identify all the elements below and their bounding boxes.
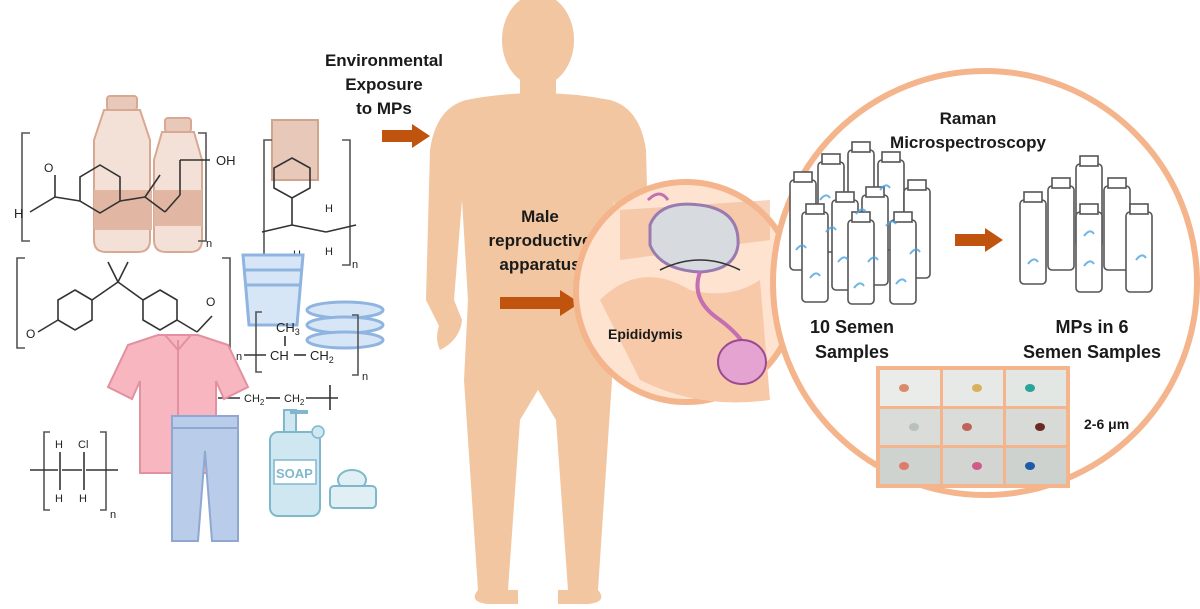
micrograph-cell [880,448,940,484]
h-label-pvc-3: H [79,493,87,505]
mps-line-1: MPs in 6 [1055,317,1128,337]
microplastic-particle [972,384,982,392]
exposure-label: Environmental Exposure to MPs [325,51,443,118]
semen-vials-10-icon [789,141,931,305]
semen-vials-6-icon [1019,155,1153,293]
polyethylene-structure: CH2 CH2 [218,385,338,410]
microplastic-particle [1025,384,1035,392]
microplastic-particle [972,462,982,470]
raman-line-1: Raman [940,109,997,128]
h-label-pvc-1: H [55,439,63,451]
polystyrene-structure: H H H n [261,119,358,271]
micrograph-cell [880,370,940,406]
cl-label: Cl [78,439,88,451]
samples-line-1: 10 Semen [810,317,894,337]
pet-structure: OH O H n [14,132,236,250]
microplastic-particle [899,384,909,392]
ch2-label-pe-2: CH2 [284,393,305,407]
epididymis-label: Epididymis [608,326,683,342]
plastic-cups-icon [241,253,305,327]
mps-line-2: Semen Samples [1023,342,1161,362]
o-label-3: O [206,295,215,309]
samples-line-2: Samples [815,342,889,362]
ch2-label-pp: CH2 [310,348,334,365]
jeans-icon [171,415,239,542]
pvc-structure: H Cl H H n [30,431,118,521]
micrograph-cell [1006,370,1066,406]
exposure-line-1: Environmental [325,51,443,70]
micrograph-cells [880,370,1066,484]
micrograph-grid [876,366,1070,488]
o-label-1: O [44,161,53,175]
reproductive-line-3: apparatus [499,255,580,274]
n-label-pp-left: n [236,351,242,363]
microplastic-particle [962,423,972,431]
microplastic-particle [899,462,909,470]
o-label-2: O [26,327,35,341]
soap-dispenser-icon: SOAP [269,409,325,517]
ch3-label: CH3 [276,320,300,337]
raman-line-2: Microspectroscopy [890,133,1046,152]
reproductive-arrow [500,290,580,316]
reproductive-label: Male reproductive apparatus [489,207,592,274]
ch2-label-pe-1: CH2 [244,393,265,407]
anatomy-circle: Epididymis [573,179,799,405]
ch-label: CH [270,348,289,363]
microplastic-particle [909,423,919,431]
size-label: 2-6 μm [1084,416,1129,432]
n-label-ps: n [352,259,358,271]
plastic-sources: OH O H n O O [14,95,385,542]
n-label-pp: n [362,371,368,383]
exposure-line-3: to MPs [356,99,412,118]
polypropylene-structure: CH3 CH CH2 n n [236,311,368,383]
h-label-pet: H [14,206,23,221]
exposure-arrow [382,124,430,148]
micrograph-cell [1006,448,1066,484]
micrograph-cell [943,409,1003,445]
h-label-ps-1: H [325,203,333,215]
soap-bar-icon [329,469,377,509]
process-arrow [955,228,1003,252]
plastic-plates-icon [305,300,385,350]
microplastic-particle [1035,423,1045,431]
h-label-pvc-2: H [55,493,63,505]
microplastic-particle [1025,462,1035,470]
n-label-pet: n [206,238,212,250]
oh-label: OH [216,153,236,168]
n-label-pvc: n [110,509,116,521]
reproductive-line-2: reproductive [489,231,592,250]
h-label-ps-2: H [325,246,333,258]
soap-label: SOAP [276,466,313,481]
plastic-bottles-icon [93,95,203,253]
reproductive-line-1: Male [521,207,559,226]
exposure-line-2: Exposure [345,75,422,94]
